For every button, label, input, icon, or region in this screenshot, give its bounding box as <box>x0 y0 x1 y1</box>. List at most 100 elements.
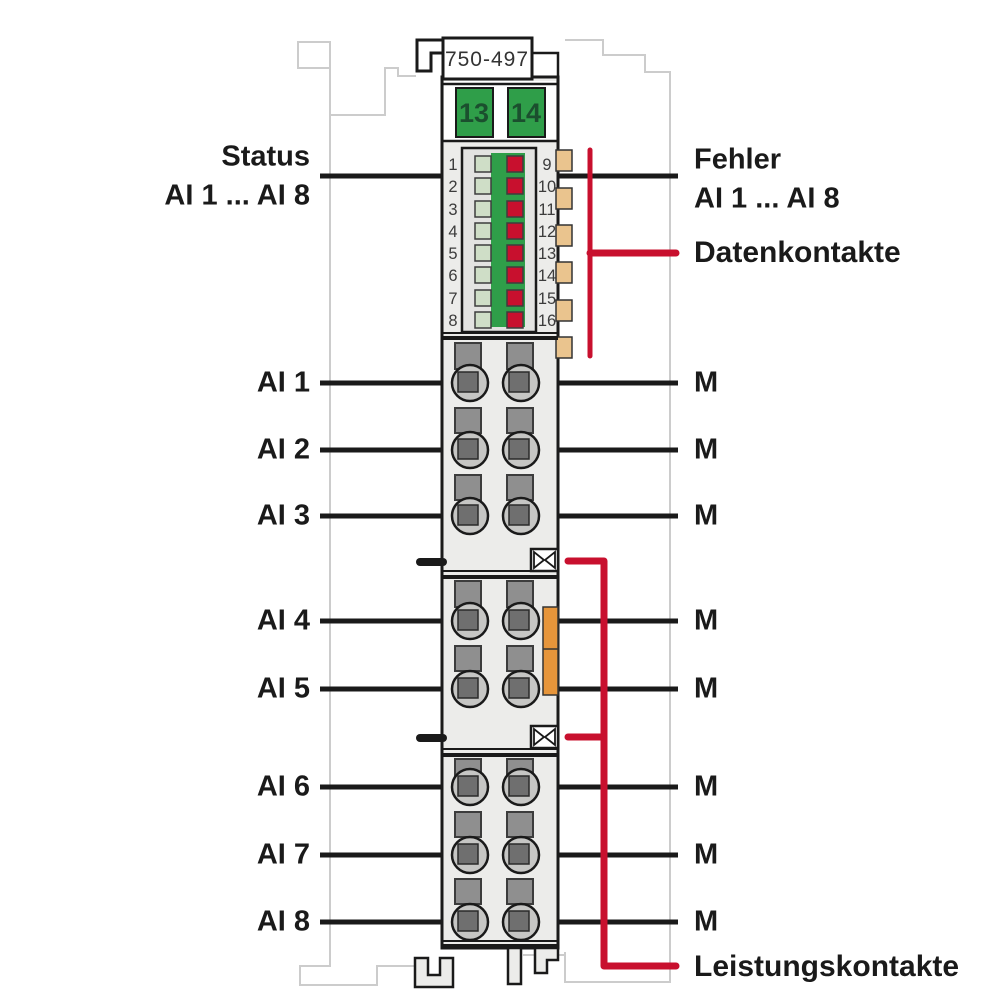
led-number: 6 <box>448 267 457 285</box>
ai-input-label: AI 6 <box>256 770 310 803</box>
din-rail-foot-right <box>533 946 560 975</box>
error-led <box>506 177 524 195</box>
left-neighbor-wall <box>297 41 331 953</box>
led-number: 8 <box>448 312 457 330</box>
ground-ref-label: M <box>694 433 719 466</box>
supply-contact-14 <box>507 87 546 138</box>
status-led <box>474 200 492 218</box>
part-number-text: 750-497 <box>445 48 529 71</box>
data-contacts-label: Datenkontakte <box>694 236 901 269</box>
error-led <box>506 200 524 218</box>
led-number: 7 <box>448 290 457 308</box>
actuation-opening <box>454 474 482 501</box>
supply-contact-14-number: 14 <box>511 98 541 128</box>
error-led <box>506 289 524 307</box>
status-title: Status <box>221 140 310 173</box>
data-contact <box>555 336 573 359</box>
status-led <box>474 289 492 307</box>
ai-input-label: AI 3 <box>256 499 310 532</box>
data-contact <box>555 149 573 172</box>
power-contact-symbols <box>529 547 560 750</box>
clamp-port <box>457 677 479 699</box>
actuation-opening <box>506 342 534 370</box>
clamp-port <box>508 677 530 699</box>
led-number: 5 <box>448 245 457 263</box>
clamp-points <box>450 363 541 942</box>
led-number: 13 <box>538 245 556 263</box>
actuation-opening <box>506 474 534 501</box>
clamp-port <box>457 438 479 460</box>
led-number: 4 <box>448 223 457 241</box>
right-neighbor-top-profile <box>565 39 671 952</box>
ai-input-label: AI 7 <box>256 838 310 871</box>
led-numbering: 1 2 3 4 5 6 7 8 9 10 11 12 13 14 15 16 <box>448 156 556 330</box>
status-led <box>474 155 492 173</box>
status-led <box>474 266 492 284</box>
error-led <box>506 266 524 284</box>
actuation-opening <box>454 878 482 905</box>
clamp-port <box>457 504 479 526</box>
actuation-opening <box>506 811 534 838</box>
status-leds <box>474 155 492 329</box>
clamp-port <box>457 609 479 631</box>
power-contacts-label: Leistungskontakte <box>694 950 960 983</box>
status-led <box>474 222 492 240</box>
part-number-plate <box>441 36 534 81</box>
mounting-feet <box>413 946 560 989</box>
top-left-latch-tab <box>415 38 445 73</box>
led-number: 14 <box>538 267 556 285</box>
ai-input-label: AI 8 <box>256 905 310 938</box>
ground-ref-label: M <box>694 770 719 803</box>
error-led <box>506 311 524 329</box>
clamp-port <box>508 843 530 865</box>
actuation-opening <box>506 645 534 672</box>
ground-ref-label: M <box>694 366 719 399</box>
din-rail-foot-left <box>413 956 455 989</box>
error-title: Fehler <box>694 143 782 176</box>
data-contact <box>555 261 573 284</box>
led-number: 2 <box>448 178 457 196</box>
led-number: 15 <box>538 290 556 308</box>
supply-band-edges <box>443 82 557 143</box>
ground-ref-label: M <box>694 905 719 938</box>
clamp-port <box>457 910 479 932</box>
ground-ref-label: M <box>694 604 719 637</box>
din-rail-foot-center <box>506 946 523 986</box>
red-callout-lines <box>564 147 680 970</box>
led-number: 12 <box>538 223 556 241</box>
error-led <box>506 222 524 240</box>
supply-contact-13-number: 13 <box>459 98 489 128</box>
data-contacts <box>555 149 573 359</box>
left-neighbor-foot <box>299 953 414 986</box>
clamp-port <box>508 910 530 932</box>
led-number: 11 <box>538 201 555 219</box>
status-led <box>474 311 492 329</box>
power-contacts-line <box>564 557 680 970</box>
led-number: 1 <box>448 156 457 174</box>
clamp-ports <box>457 371 530 932</box>
error-leds <box>506 155 524 329</box>
clamp-port <box>457 843 479 865</box>
clamp-port <box>457 775 479 797</box>
power-contact-symbol <box>529 547 560 573</box>
led-number: 3 <box>448 201 457 219</box>
clamp-port <box>508 775 530 797</box>
ai-input-label: AI 2 <box>256 433 310 466</box>
clamp-port <box>508 438 530 460</box>
status-led <box>474 177 492 195</box>
power-jumper-contact <box>542 606 559 696</box>
actuation-opening <box>454 811 482 838</box>
power-jumper <box>542 606 559 696</box>
left-neighbor-top-profile <box>330 67 416 116</box>
ground-ref-label: M <box>694 499 719 532</box>
error-range: AI 1 ... AI 8 <box>694 182 840 215</box>
clamp-port <box>508 609 530 631</box>
data-contact <box>555 299 573 322</box>
power-contact-symbol <box>529 724 560 750</box>
error-led <box>506 244 524 262</box>
actuation-opening <box>454 407 482 434</box>
ai-input-label: AI 4 <box>256 604 310 637</box>
signal-lines <box>320 173 678 925</box>
